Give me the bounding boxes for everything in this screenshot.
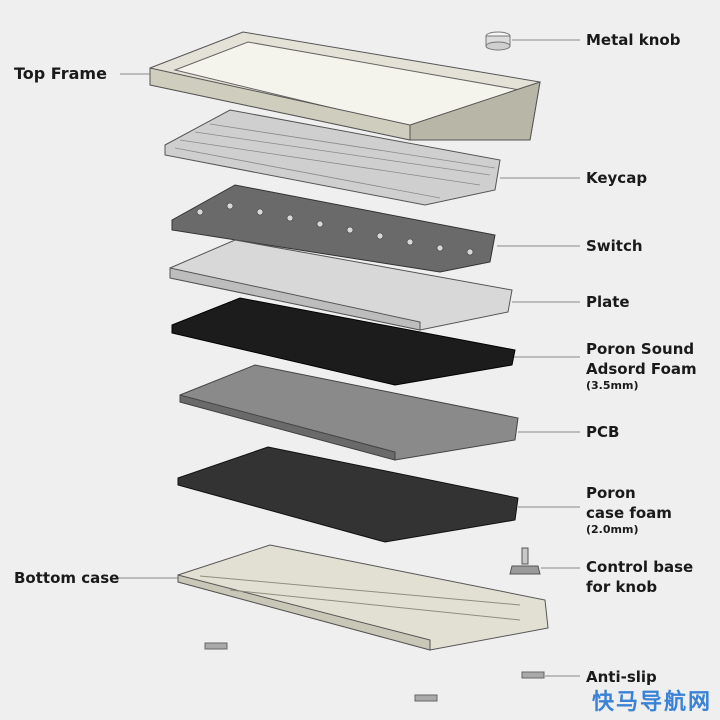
label-plate: Plate (586, 292, 630, 312)
label-poron-sound: Poron Sound Adsord Foam (3.5mm) (586, 339, 697, 393)
label-poron-sound-line2: Adsord Foam (586, 360, 697, 378)
label-poron-case: Poron case foam (2.0mm) (586, 483, 672, 537)
label-poron-case-line1: Poron (586, 484, 636, 502)
pcb-part (180, 365, 518, 460)
label-poron-sound-line1: Poron Sound (586, 340, 694, 358)
control-base-part (510, 548, 540, 574)
label-control-base-line2: for knob (586, 578, 657, 596)
poron-case-foam-part (178, 447, 518, 542)
label-control-base-line1: Control base (586, 558, 693, 576)
label-poron-case-line2: case foam (586, 504, 672, 522)
label-bottom-case: Bottom case (14, 568, 119, 588)
anti-slip-pads-part (205, 643, 544, 701)
label-poron-case-spec: (2.0mm) (586, 523, 672, 537)
label-control-base: Control base for knob (586, 557, 693, 597)
metal-knob-part (486, 32, 510, 50)
watermark: 快马导航网 (592, 684, 712, 716)
label-metal-knob: Metal knob (586, 30, 680, 50)
label-pcb: PCB (586, 422, 619, 442)
label-keycap: Keycap (586, 168, 647, 188)
label-poron-sound-spec: (3.5mm) (586, 379, 697, 393)
bottom-case-part (178, 545, 548, 650)
label-switch: Switch (586, 236, 643, 256)
label-top-frame: Top Frame (14, 64, 107, 84)
